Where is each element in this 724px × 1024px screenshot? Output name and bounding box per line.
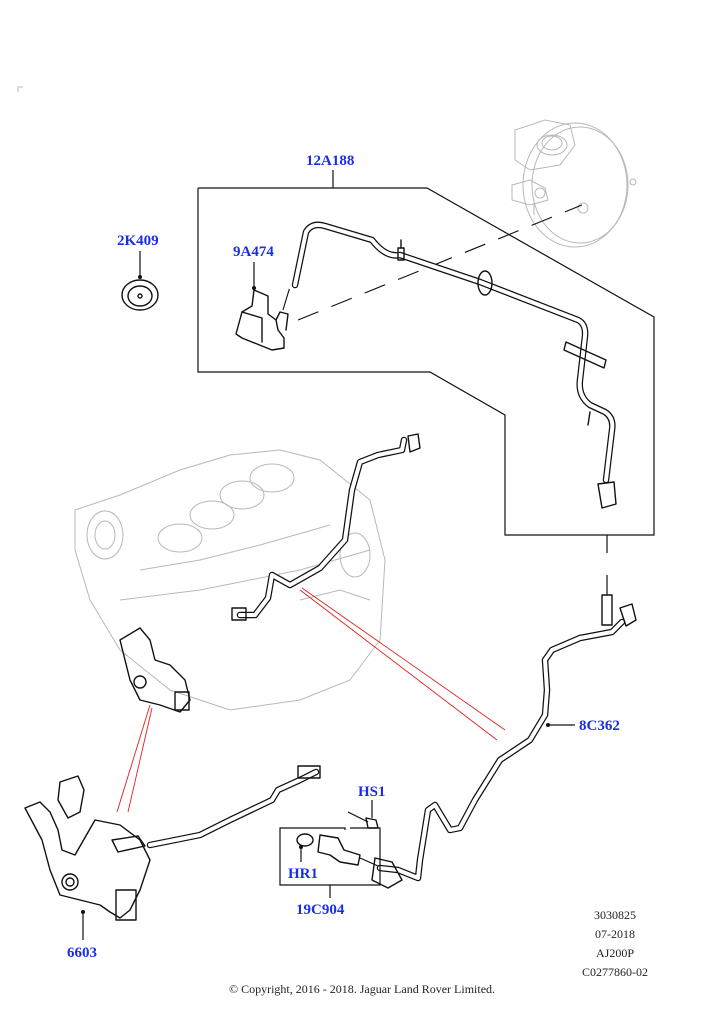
engine-tube — [231, 433, 421, 621]
callout-19C904[interactable]: 19C904 — [296, 902, 345, 918]
kit-frame-19C904 — [279, 827, 381, 898]
routing-dashed-line — [282, 279, 293, 311]
callout-2K409[interactable]: 2K409 — [117, 233, 159, 249]
engine-code: AJ200P — [595, 946, 634, 960]
catalog-code: C0277860-02 — [582, 965, 648, 979]
kit-frame-12A188 — [197, 170, 655, 553]
plug-2K409 — [121, 251, 159, 311]
vacuum-tube-8C362 — [371, 575, 637, 889]
illustration-metadata: 3030825 07-2018 AJ200P C0277860-02 — [555, 906, 675, 982]
routing-dashed-line — [297, 204, 583, 321]
callout-12A188[interactable]: 12A188 — [306, 153, 355, 169]
callout-HS1[interactable]: HS1 — [358, 784, 386, 800]
callout-9A474[interactable]: 9A474 — [233, 244, 274, 260]
corner-mark — [17, 86, 23, 92]
brake-booster-illustration — [511, 119, 637, 248]
illustration-number: 3030825 — [594, 908, 636, 922]
callout-8C362[interactable]: 8C362 — [579, 718, 620, 734]
sensor-9A474 — [235, 262, 289, 351]
callout-6603[interactable]: 6603 — [67, 945, 97, 961]
callout-HR1[interactable]: HR1 — [288, 866, 318, 882]
oil-pump-6603 — [24, 765, 321, 940]
vacuum-tube-12A188 — [291, 221, 617, 509]
reference-lines — [116, 587, 506, 813]
copyright-notice: © Copyright, 2016 - 2018. Jaguar Land Ro… — [228, 982, 496, 996]
engine-block-illustration — [74, 449, 386, 711]
oil-pump-mounted — [119, 627, 191, 713]
bolt-HS1 — [347, 800, 379, 829]
illustration-date: 07-2018 — [595, 927, 635, 941]
